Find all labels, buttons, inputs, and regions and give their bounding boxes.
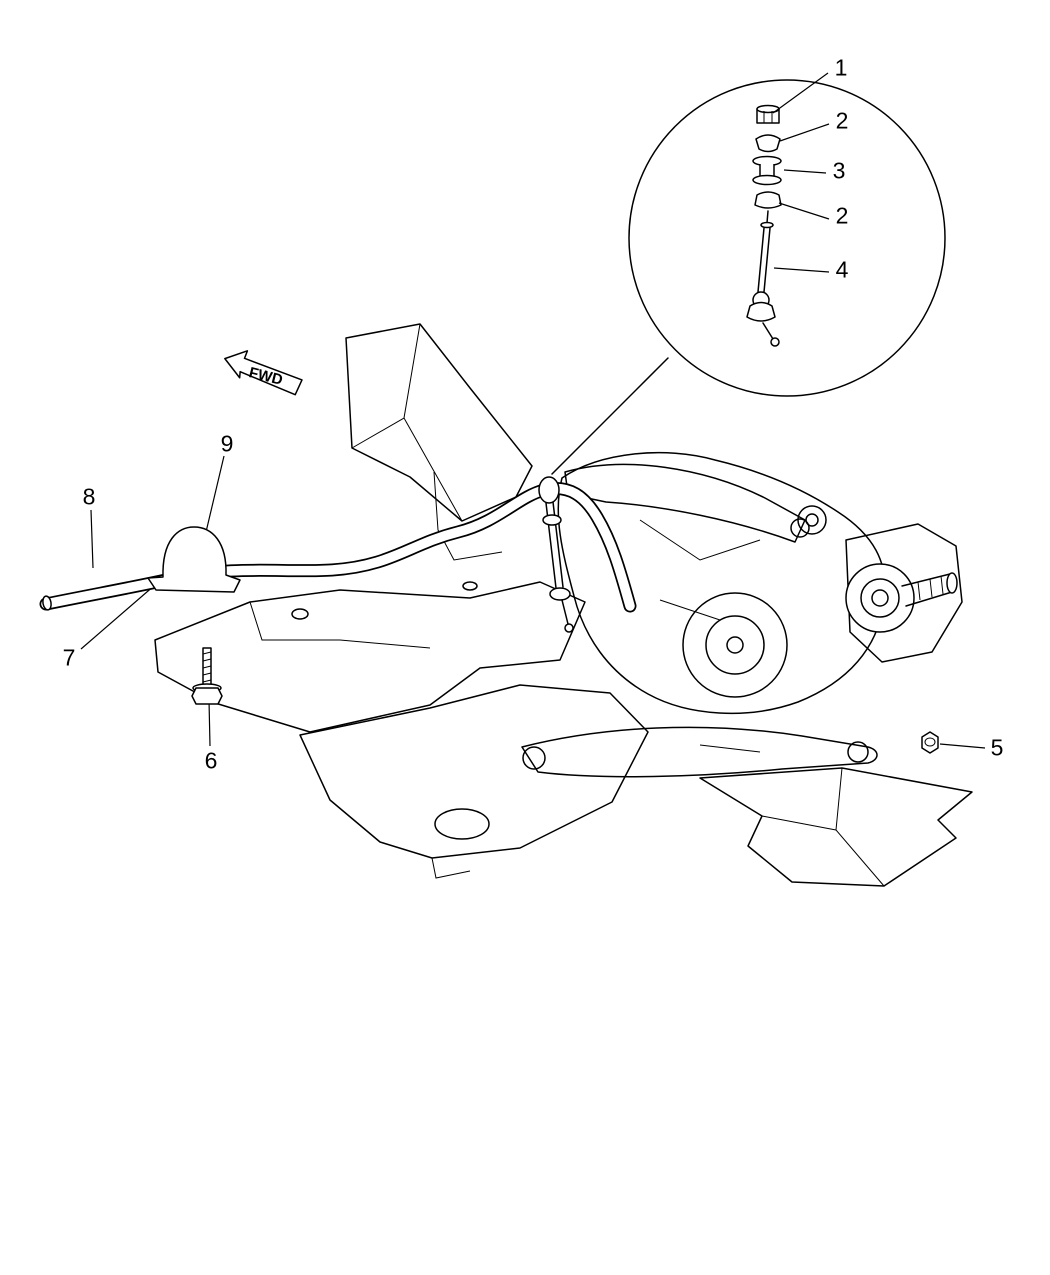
bushing-clamp [147, 526, 241, 593]
grommet-upper-part-2 [755, 134, 781, 153]
upper-control-arm [564, 463, 810, 543]
detail-circle [551, 79, 946, 475]
fwd-label: FWD [247, 364, 284, 389]
splash-shield [699, 767, 973, 887]
grommet-lower-part-2 [754, 191, 782, 209]
callout-6: 6 [204, 747, 218, 774]
nut-part-5 [921, 731, 939, 754]
callout-1: 1 [834, 54, 848, 81]
stabilizer-link-installed [538, 476, 574, 633]
callout-3: 3 [832, 157, 846, 184]
clamp-bolt [191, 647, 223, 705]
exploded-link-hardware [746, 104, 782, 347]
differential-housing [557, 451, 886, 715]
stabilizer-bar [39, 482, 637, 613]
steering-knuckle-hub [845, 523, 963, 663]
lower-control-arm [521, 726, 878, 778]
callout-9: 9 [220, 430, 234, 457]
callout-2a: 2 [835, 107, 849, 134]
frame-crossmember [154, 581, 649, 879]
callout-2b: 2 [835, 202, 849, 229]
callout-8: 8 [82, 483, 96, 510]
stabilizer-link-part-4 [746, 210, 780, 347]
callout-7: 7 [62, 644, 76, 671]
nut-part-1 [756, 104, 780, 124]
heat-shield [345, 323, 533, 561]
fwd-arrow: FWD [224, 350, 303, 396]
leader-lines [80, 72, 986, 749]
retainer-sleeve-part-3 [752, 155, 782, 186]
callout-5: 5 [990, 734, 1004, 761]
callout-4: 4 [835, 256, 849, 283]
